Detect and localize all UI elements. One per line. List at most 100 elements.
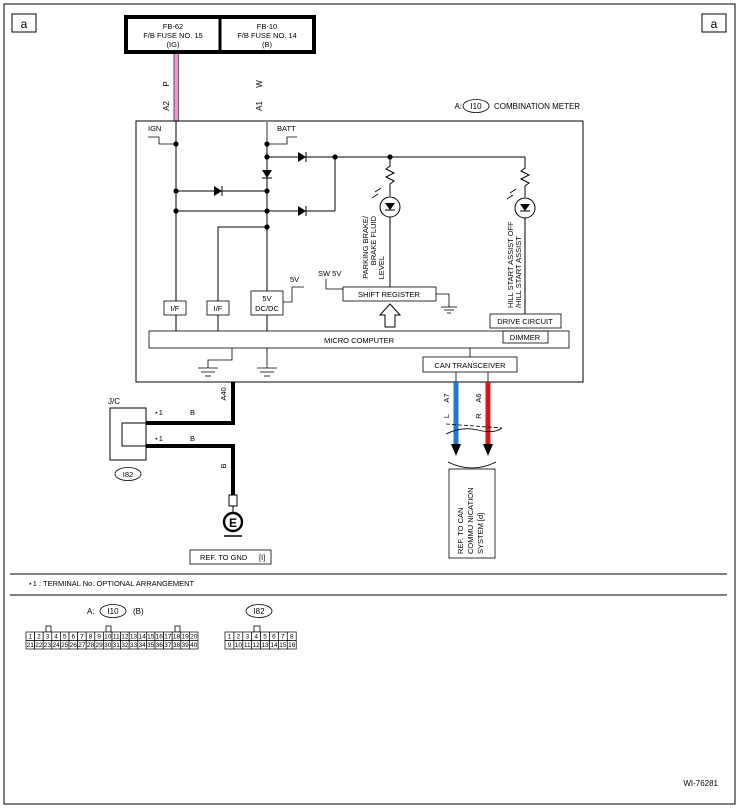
jc-wire-1: B <box>190 408 195 417</box>
terminal-number: 8 <box>89 634 93 641</box>
terminal-number: 24 <box>52 642 60 649</box>
corner-label-left: a <box>21 17 28 31</box>
terminal-number: 39 <box>181 642 189 649</box>
wire-color-w: W <box>255 80 264 88</box>
jc-box <box>109 407 147 461</box>
fuse-1-desc: F/B FUSE NO. 15 <box>143 31 203 40</box>
if-box-1 <box>163 300 187 316</box>
dcdc-line1: 5V <box>262 294 271 303</box>
if-1-label: I/F <box>171 304 180 313</box>
terminal-number: 22 <box>35 642 43 649</box>
sw5v-label: SW 5V <box>318 269 341 278</box>
terminal-number: 3 <box>46 634 50 641</box>
diode-batt <box>262 170 272 178</box>
terminal-number: 6 <box>71 634 75 641</box>
terminal-number: 18 <box>173 634 181 641</box>
terminal-number: 5 <box>263 634 267 641</box>
terminal-number: 4 <box>54 634 58 641</box>
terminal-number: 9 <box>97 634 101 641</box>
lamp-2-line1: HILL START ASSIST OFF <box>506 221 515 308</box>
terminal-number: 33 <box>130 642 138 649</box>
i10-code: I10 <box>107 607 119 616</box>
gnd-ref-box <box>189 549 272 565</box>
terminal-number: 7 <box>80 634 84 641</box>
dcdc-line2: DC/DC <box>255 304 279 313</box>
jc-connector-code: I82 <box>123 470 133 479</box>
resistor-1 <box>384 157 396 196</box>
terminal-number: 23 <box>44 642 52 649</box>
fuse-2-circuit: (B) <box>262 40 273 49</box>
terminal-number: 26 <box>70 642 78 649</box>
corner-box-left <box>11 13 37 33</box>
terminal-number: 8 <box>290 634 294 641</box>
lamp-1-line1: PARKING BRAKE/ <box>361 215 370 279</box>
fuse-2-desc: F/B FUSE NO. 14 <box>237 31 297 40</box>
terminal-number: 21 <box>27 642 35 649</box>
gnd-ref-code: [I] <box>259 553 265 562</box>
diode-top <box>298 152 306 162</box>
terminal-number: 31 <box>113 642 121 649</box>
outer-frame <box>3 3 736 805</box>
ground-terminal <box>228 494 238 507</box>
terminal-number: 40 <box>190 642 198 649</box>
resistor-2 <box>519 157 531 197</box>
meter-connector-oval <box>462 99 490 113</box>
jc-wire-3: B <box>219 463 228 468</box>
terminal-number: 1 <box>228 634 232 641</box>
wire-color-p: P <box>162 81 171 86</box>
terminal-number: 20 <box>190 634 198 641</box>
terminal-a40: A40 <box>219 387 228 400</box>
lamp-1-line2: BRAKE FLUID <box>369 215 378 265</box>
batt-label: BATT <box>277 124 296 133</box>
micro-computer-box <box>148 330 570 349</box>
terminal-number: 29 <box>95 642 103 649</box>
terminal-number: 25 <box>61 642 69 649</box>
terminal-number: 9 <box>228 642 232 649</box>
terminal-number: 27 <box>78 642 86 649</box>
terminal-number: 14 <box>138 634 146 641</box>
terminal-number: 17 <box>164 634 172 641</box>
terminal-number: 12 <box>253 642 261 649</box>
meter-name: COMBINATION METER <box>494 102 580 111</box>
figure-id: WI-76281 <box>683 779 718 788</box>
jc-label: J/C <box>108 397 120 406</box>
can-transceiver-box <box>422 356 518 373</box>
terminal-cell <box>286 640 297 650</box>
terminal-number: 32 <box>121 642 129 649</box>
terminal-number: 16 <box>288 642 296 649</box>
terminal-number: 14 <box>270 642 278 649</box>
shift-register-label: SHIFT REGISTER <box>358 290 421 299</box>
terminal-number: 38 <box>173 642 181 649</box>
corner-box-right <box>701 13 727 33</box>
ground-wire-a40 <box>146 382 235 425</box>
terminal-a1: A1 <box>255 101 264 111</box>
can-wire-r-color: R <box>474 413 483 419</box>
can-arrow-l <box>451 444 461 456</box>
jc-connector-oval <box>114 467 142 481</box>
footnote: ⋆1 : TERMINAL No. OPTIONAL ARRANGEMENT <box>28 579 195 588</box>
terminal-number: 15 <box>279 642 287 649</box>
terminal-number: 13 <box>130 634 138 641</box>
can-transceiver-label: CAN TRANSCEIVER <box>434 361 506 370</box>
corner-label-right: a <box>711 17 718 31</box>
terminal-number: 2 <box>37 634 41 641</box>
meter-connector-prefix: A: <box>454 102 462 111</box>
v5-label: 5V <box>290 275 299 284</box>
i10-suffix: (B) <box>133 607 144 616</box>
terminal-number: 7 <box>281 634 285 641</box>
lamp-1-line3: LEVEL <box>377 256 386 279</box>
can-wire-l-color: L <box>442 414 451 418</box>
terminal-number: 34 <box>138 642 146 649</box>
diode-mid-1 <box>214 186 222 196</box>
fuse-1-name: FB-62 <box>163 22 183 31</box>
terminal-number: 6 <box>272 634 276 641</box>
terminal-number: 19 <box>181 634 189 641</box>
can-ref-line3: SYSTEM [d] <box>476 513 485 554</box>
terminal-a2: A2 <box>162 101 171 111</box>
fuse-2-name: FB-10 <box>257 22 277 31</box>
diode-mid-2 <box>298 206 306 216</box>
drive-circuit-box <box>489 313 562 329</box>
i82-code: I82 <box>253 607 265 616</box>
